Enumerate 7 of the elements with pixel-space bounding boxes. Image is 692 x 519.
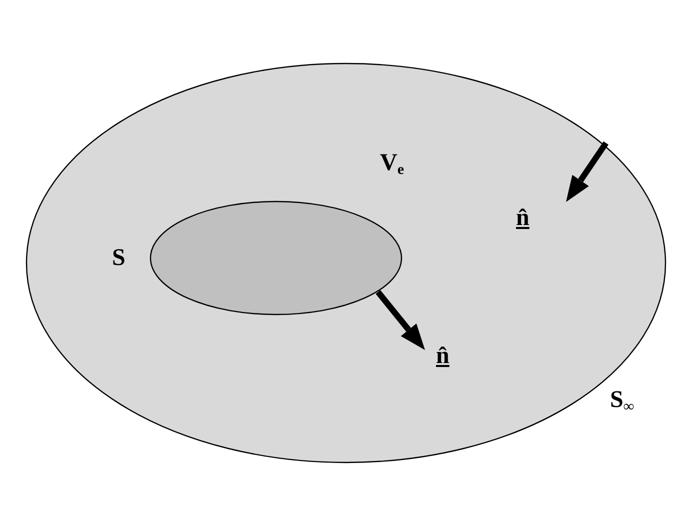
- surface-label: S: [112, 246, 126, 270]
- inner-body-ellipse: [150, 201, 402, 315]
- normal-vector-label: n̂: [436, 344, 450, 368]
- surface-label: S$_{∞}$: [610, 388, 634, 415]
- normal-vector-label: n̂: [516, 206, 530, 230]
- outer-region-ellipse: [26, 63, 666, 463]
- region-label: V$_{e}$: [380, 151, 404, 178]
